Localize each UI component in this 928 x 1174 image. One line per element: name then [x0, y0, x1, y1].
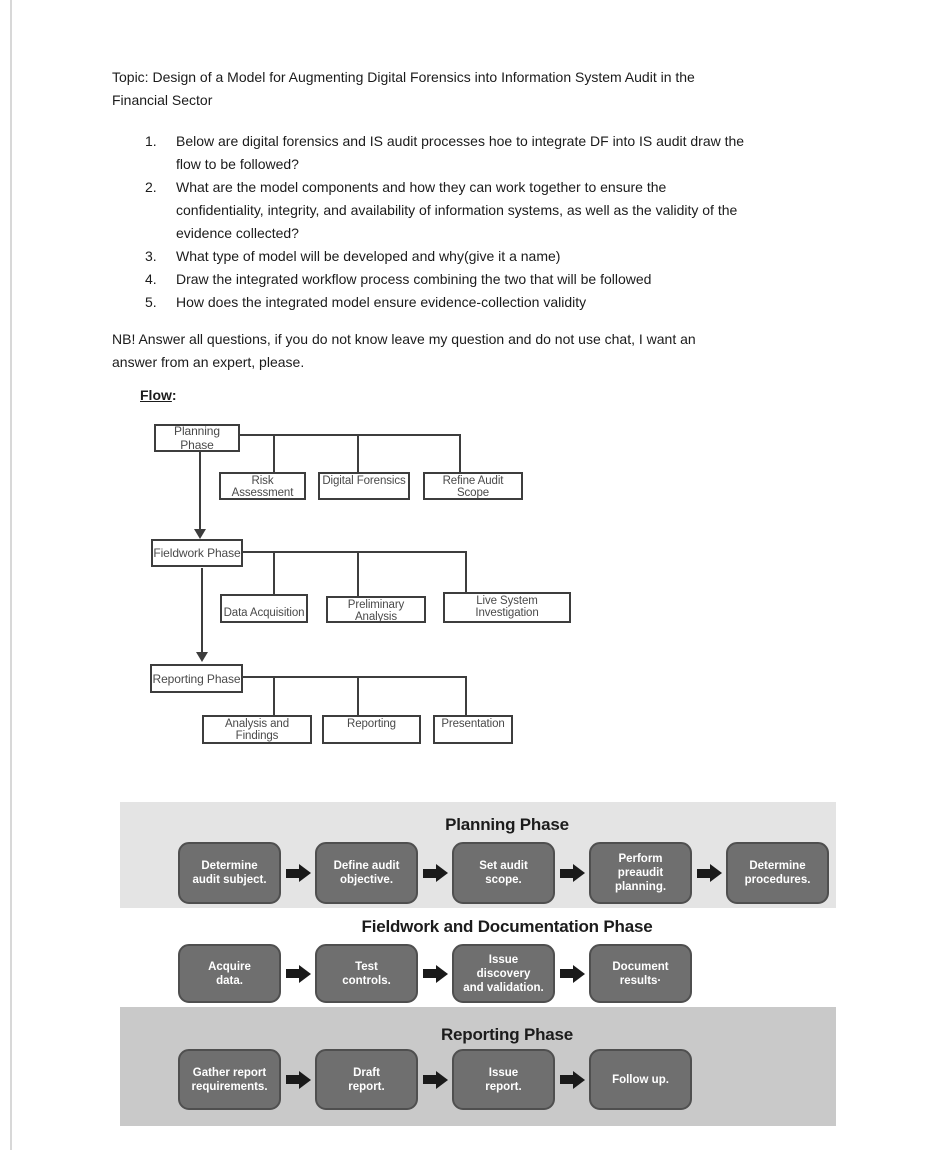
question-item: 1. Below are digital forensics and IS au… — [112, 130, 852, 176]
connector-line — [243, 676, 467, 678]
flowchart-box-digital-forensics: Digital Forensics — [318, 472, 410, 500]
connector-line — [357, 676, 359, 717]
flowchart-box-reporting-phase: Reporting Phase — [150, 664, 243, 693]
arrow-right-icon — [418, 864, 452, 882]
arrow-right-icon — [418, 1070, 452, 1089]
flowchart-box-planning-phase: Planning Phase — [154, 424, 240, 452]
arrow-right-icon — [692, 864, 726, 882]
question-item: 4. Draw the integrated workflow process … — [112, 268, 852, 291]
section-reporting-phase: Reporting Phase Gather report requiremen… — [120, 1007, 836, 1126]
connector-line — [459, 434, 461, 474]
flowchart-box-analysis-and-findings: Analysis and Findings — [202, 715, 312, 744]
flowchart-box-reporting: Reporting — [322, 715, 421, 744]
section-title: Planning Phase — [445, 815, 569, 834]
question-item: 3. What type of model will be developed … — [112, 245, 852, 268]
connector-line — [243, 551, 467, 553]
step-row: Gather report requirements. Draft report… — [120, 1049, 836, 1110]
step-determine-procedures: Determine procedures. — [726, 842, 829, 904]
step-acquire-data: Acquire data. — [178, 944, 281, 1003]
question-text: What type of model will be developed and… — [176, 248, 561, 264]
connector-line — [273, 434, 275, 474]
section-title: Fieldwork and Documentation Phase — [361, 917, 653, 936]
connector-line — [273, 676, 275, 717]
step-set-audit-scope: Set audit scope. — [452, 842, 555, 904]
flowchart-box-fieldwork-phase: Fieldwork Phase — [151, 539, 243, 567]
flowchart: Planning Phase Fieldwork Phase Reporting… — [0, 420, 928, 765]
question-text: What are the model components and how th… — [176, 179, 738, 241]
arrow-down-icon — [194, 452, 206, 539]
section-fieldwork-phase: Fieldwork and Documentation Phase Acquir… — [120, 908, 836, 1007]
step-define-audit-objective: Define audit objective. — [315, 842, 418, 904]
connector-line — [357, 551, 359, 598]
arrow-right-icon — [418, 964, 452, 983]
connector-line — [465, 551, 467, 594]
section-title: Reporting Phase — [440, 1025, 574, 1044]
process-diagram: Planning Phase Determine audit subject. … — [120, 802, 836, 1126]
step-row: Determine audit subject. Define audit ob… — [120, 842, 836, 904]
arrow-down-icon — [196, 568, 208, 662]
flowchart-box-preliminary-analysis: Preliminary Analysis — [326, 596, 426, 623]
question-item: 2. What are the model components and how… — [112, 176, 852, 245]
question-item: 5. How does the integrated model ensure … — [112, 291, 852, 314]
question-number: 1. — [145, 133, 157, 149]
step-gather-report-requirements: Gather report requirements. — [178, 1049, 281, 1110]
step-issue-report: Issue report. — [452, 1049, 555, 1110]
question-number: 2. — [145, 179, 157, 195]
arrow-right-icon — [281, 964, 315, 983]
nb-note: NB! Answer all questions, if you do not … — [112, 331, 696, 370]
flowchart-box-data-acquisition: Data Acquisition — [220, 594, 308, 623]
question-number: 5. — [145, 294, 157, 310]
question-text: How does the integrated model ensure evi… — [176, 294, 587, 310]
flow-label: Flow — [140, 387, 172, 403]
arrow-right-icon — [555, 1070, 589, 1089]
step-issue-discovery-and-validation: Issue discovery and validation. — [452, 944, 555, 1003]
step-document-results: Document results· — [589, 944, 692, 1003]
connector-line — [357, 434, 359, 474]
connector-line — [465, 676, 467, 717]
topic-title: Topic: Design of a Model for Augmenting … — [112, 69, 695, 108]
arrow-right-icon — [555, 964, 589, 983]
step-follow-up: Follow up. — [589, 1049, 692, 1110]
page-edge-rule — [10, 0, 12, 1150]
flowchart-box-presentation: Presentation — [433, 715, 513, 744]
flowchart-box-risk-assessment: Risk Assessment — [219, 472, 306, 500]
connector-line — [240, 434, 461, 436]
step-row: Acquire data. Test controls. Issue disco… — [120, 944, 836, 1003]
document-body: Topic: Design of a Model for Augmenting … — [112, 66, 852, 407]
arrow-right-icon — [281, 864, 315, 882]
arrow-right-icon — [281, 1070, 315, 1089]
flowchart-box-live-system-investigation: Live System Investigation — [443, 592, 571, 623]
question-number: 4. — [145, 271, 157, 287]
flow-heading: Flow: — [140, 384, 852, 407]
arrow-right-icon — [555, 864, 589, 882]
question-text: Draw the integrated workflow process com… — [176, 271, 652, 287]
step-draft-report: Draft report. — [315, 1049, 418, 1110]
question-text: Below are digital forensics and IS audit… — [176, 133, 745, 172]
section-planning-phase: Planning Phase Determine audit subject. … — [120, 802, 836, 908]
connector-line — [273, 551, 275, 596]
step-test-controls: Test controls. — [315, 944, 418, 1003]
flow-colon: : — [171, 387, 177, 403]
question-list: 1. Below are digital forensics and IS au… — [112, 130, 852, 314]
step-determine-audit-subject: Determine audit subject. — [178, 842, 281, 904]
question-number: 3. — [145, 248, 157, 264]
step-perform-preaudit-planning: Perform preaudit planning. — [589, 842, 692, 904]
flowchart-box-refine-audit-scope: Refine Audit Scope — [423, 472, 523, 500]
